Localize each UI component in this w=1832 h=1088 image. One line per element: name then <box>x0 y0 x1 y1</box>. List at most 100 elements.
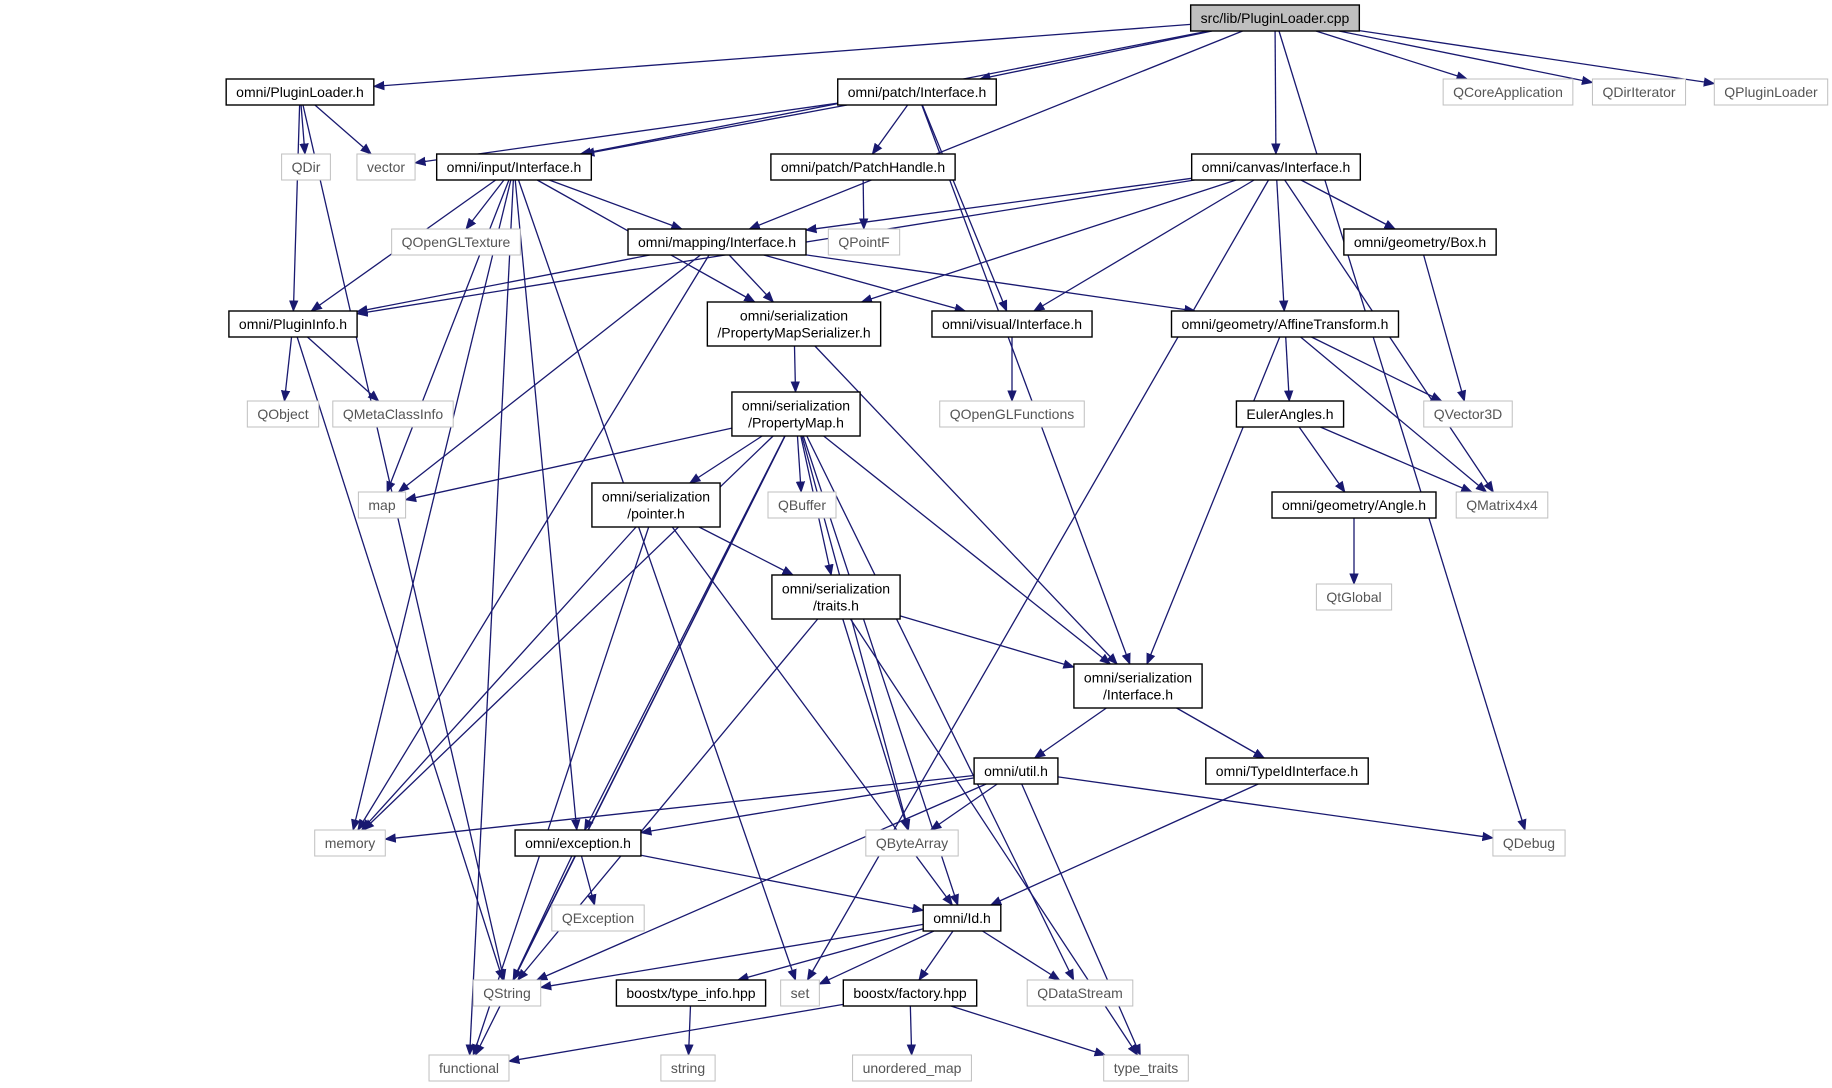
node-box <box>591 482 721 528</box>
node-label: vector <box>367 159 405 175</box>
node-box <box>428 1054 510 1082</box>
node-exception_h[interactable]: omni/exception.h <box>514 829 642 857</box>
node-label: omni/geometry/AffineTransform.h <box>1182 316 1389 332</box>
node-label: omni/geometry/Angle.h <box>1282 497 1426 513</box>
edge-mapping_interface-to-plugininfo <box>355 254 650 315</box>
node-root[interactable]: src/lib/PluginLoader.cpp <box>1189 4 1361 32</box>
edge-input_interface-to-exception_h <box>514 179 581 832</box>
node-pmserializer[interactable]: omni/serialization/PropertyMapSerializer… <box>706 301 882 347</box>
node-qdebug: QDebug <box>1492 829 1566 857</box>
edge-pointer_h-to-functional <box>472 526 650 1057</box>
node-box <box>1442 78 1574 106</box>
node-canvas_interface[interactable]: omni/canvas/Interface.h <box>1190 153 1362 181</box>
edge-patch_interface-to-vector <box>413 102 838 167</box>
edge-box_h-to-qvector3d <box>1423 254 1467 403</box>
edge-pmserializer-to-ser_interface <box>814 345 1118 665</box>
edge-traits_h-to-qbytearray <box>842 618 910 832</box>
node-qobject: QObject <box>246 400 320 428</box>
node-label: QMetaClassInfo <box>343 406 444 422</box>
node-label: memory <box>325 835 376 851</box>
edge-util_h-to-type_traits <box>1021 783 1141 1057</box>
edge-pointer_h-to-memory <box>360 526 637 831</box>
node-eulerangles[interactable]: EulerAngles.h <box>1235 400 1345 428</box>
edge-mapping_interface-to-pmserializer <box>728 254 775 303</box>
nodes-layer: src/lib/PluginLoader.cpp omni/PluginLoade… <box>225 4 1829 1082</box>
node-box <box>865 829 959 857</box>
node-box <box>780 979 820 1007</box>
node-box <box>931 310 1093 338</box>
node-label: omni/serialization <box>742 398 850 414</box>
node-label: omni/serialization <box>1084 670 1192 686</box>
node-label: omni/mapping/Interface.h <box>638 234 796 250</box>
node-box <box>771 574 901 620</box>
node-typeid_interface[interactable]: omni/TypeIdInterface.h <box>1205 757 1369 785</box>
node-label: omni/PluginLoader.h <box>236 84 364 100</box>
node-label: QPointF <box>838 234 889 250</box>
edge-propertymap-to-qbuffer <box>795 435 806 494</box>
edge-mapping_interface-to-affine <box>805 254 1197 315</box>
edge-pmserializer-to-propertymap <box>790 345 800 394</box>
edge-canvas_interface-to-affine <box>1276 179 1289 313</box>
edge-util_h-to-qdebug <box>1057 776 1495 842</box>
edge-root-to-qcoreapp <box>1315 30 1469 81</box>
node-box <box>770 153 956 181</box>
node-input_interface[interactable]: omni/input/Interface.h <box>435 153 593 181</box>
edge-plugininfo-to-qmetaclassinfo <box>307 336 380 402</box>
edge-exception_h-to-qexception <box>580 855 597 907</box>
node-box <box>314 829 386 857</box>
node-box <box>1271 491 1437 519</box>
node-label: unordered_map <box>863 1060 962 1076</box>
node-util_h[interactable]: omni/util.h <box>973 757 1059 785</box>
edge-id_h-to-set <box>818 930 935 985</box>
node-label: QPluginLoader <box>1724 84 1818 100</box>
node-label: /PropertyMap.h <box>748 415 844 431</box>
edge-ser_interface-to-typeid_interface <box>1176 707 1266 759</box>
edge-plugininfo-to-qobject <box>280 336 293 403</box>
node-affine[interactable]: omni/geometry/AffineTransform.h <box>1170 310 1400 338</box>
node-box_h[interactable]: omni/geometry/Box.h <box>1343 228 1497 256</box>
node-patch_interface[interactable]: omni/patch/Interface.h <box>837 78 997 106</box>
node-pluginloader_h[interactable]: omni/PluginLoader.h <box>225 78 375 106</box>
node-box <box>228 310 358 338</box>
node-traits_h[interactable]: omni/serialization/traits.h <box>771 574 901 620</box>
edge-traits_h-to-ser_interface <box>899 615 1076 669</box>
node-angle_h[interactable]: omni/geometry/Angle.h <box>1271 491 1437 519</box>
node-box <box>1492 829 1566 857</box>
node-label: QException <box>562 910 634 926</box>
edge-propertymap-to-map <box>404 427 733 503</box>
node-vector: vector <box>356 153 416 181</box>
node-plugininfo[interactable]: omni/PluginInfo.h <box>228 310 358 338</box>
node-id_h[interactable]: omni/Id.h <box>922 904 1002 932</box>
edge-patch_interface-to-ser_interface <box>921 104 1131 666</box>
node-box <box>1235 400 1345 428</box>
node-propertymap[interactable]: omni/serialization/PropertyMap.h <box>731 391 861 437</box>
node-box <box>332 400 454 428</box>
node-string: string <box>660 1054 716 1082</box>
node-box <box>922 904 1002 932</box>
node-label: string <box>671 1060 705 1076</box>
node-qdiriterator: QDirIterator <box>1591 78 1687 106</box>
node-box <box>435 153 593 181</box>
node-box <box>706 301 882 347</box>
edge-patch_interface-to-input_interface <box>582 104 848 157</box>
node-box <box>1423 400 1513 428</box>
node-patchhandle[interactable]: omni/patch/PatchHandle.h <box>770 153 956 181</box>
node-mapping_interface[interactable]: omni/mapping/Interface.h <box>627 228 807 256</box>
node-ser_interface[interactable]: omni/serialization/Interface.h <box>1073 663 1203 709</box>
node-factory_hpp[interactable]: boostx/factory.hpp <box>842 979 978 1007</box>
node-box <box>767 491 837 519</box>
node-qopenglfunctions: QOpenGLFunctions <box>939 400 1085 428</box>
node-qopengltexture: QOpenGLTexture <box>391 228 521 256</box>
node-visual_interface[interactable]: omni/visual/Interface.h <box>931 310 1093 338</box>
edges-layer <box>280 23 1716 1065</box>
edge-affine-to-qmatrix4x4 <box>1300 336 1488 493</box>
node-box <box>1190 153 1362 181</box>
node-typeinfo_hpp[interactable]: boostx/type_info.hpp <box>615 979 767 1007</box>
node-label: QByteArray <box>876 835 948 851</box>
node-label: /Interface.h <box>1103 687 1173 703</box>
edge-plugininfo-to-qstring <box>296 336 505 982</box>
node-qpointf: QPointF <box>827 228 901 256</box>
node-box <box>615 979 767 1007</box>
node-label: map <box>368 497 395 513</box>
node-pointer_h[interactable]: omni/serialization/pointer.h <box>591 482 721 528</box>
